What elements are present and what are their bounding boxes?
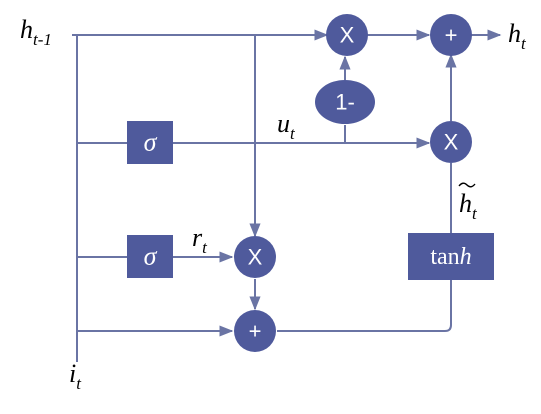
tanh-box — [408, 233, 494, 280]
tanh-label-pre: tan — [430, 244, 459, 270]
update-base: u — [277, 109, 290, 138]
sigma-update-label: σ — [144, 128, 158, 157]
wire-add-bottom-to-tanh — [277, 280, 452, 332]
input-base: i — [69, 359, 76, 388]
h-out-label: ht — [508, 19, 527, 53]
one-minus-node — [315, 80, 375, 124]
one-minus-label: 1- — [335, 90, 355, 115]
h-prev-label: ht-1 — [20, 15, 52, 49]
mult-right-node — [430, 121, 472, 163]
add-top-label: + — [445, 23, 458, 48]
reset-label: rt — [192, 223, 208, 257]
h-prev-sub: t-1 — [33, 30, 52, 49]
update-label: ut — [277, 109, 296, 143]
h-out-base: h — [508, 19, 521, 48]
h-tilde-label: ht — [459, 189, 478, 223]
h-prev-base: h — [20, 15, 33, 44]
h-tilde-tilde-mark — [458, 182, 476, 188]
sigma-reset-label: σ — [144, 242, 158, 271]
add-bottom-node — [234, 310, 276, 352]
input-label: it — [69, 359, 82, 393]
add-top-node — [430, 14, 472, 56]
reset-base: r — [192, 223, 203, 252]
h-tilde-sub: t — [472, 204, 478, 223]
input-sub: t — [76, 374, 82, 393]
mult-reset-node — [234, 236, 276, 278]
tanh-label: tanh — [430, 244, 471, 270]
mult-top-label: X — [340, 23, 355, 48]
update-sub: t — [290, 124, 296, 143]
add-bottom-label: + — [249, 319, 262, 344]
tanh-label-post: h — [460, 244, 472, 270]
mult-reset-label: X — [248, 245, 263, 270]
reset-sub: t — [202, 238, 208, 257]
sigma-reset-box — [127, 235, 173, 278]
mult-right-label: X — [444, 130, 459, 155]
h-tilde-base: h — [459, 189, 472, 218]
mult-top-node — [326, 14, 368, 56]
sigma-update-box — [127, 121, 173, 164]
h-out-sub: t — [521, 34, 527, 53]
